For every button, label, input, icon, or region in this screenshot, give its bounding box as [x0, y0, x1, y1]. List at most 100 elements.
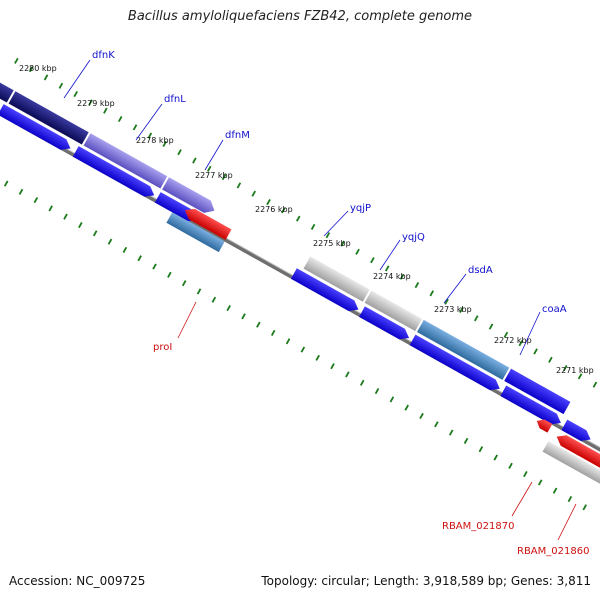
gene-label-RBAM_021870[interactable]: RBAM_021870 [442, 521, 514, 532]
gene-label-proI[interactable]: proI [153, 342, 172, 353]
gene-label-dfnL[interactable]: dfnL [164, 94, 186, 105]
leader-RBAM_021870 [511, 481, 533, 517]
cds-arrow-dsdA[interactable] [409, 334, 503, 394]
feature-block-yqjQ[interactable] [364, 290, 423, 332]
outer-ring-tick [295, 215, 301, 222]
cds-arrow-coaA[interactable] [500, 385, 563, 428]
feature-blocks [0, 74, 600, 486]
outer-ring-tick [429, 290, 434, 297]
cds-arrow-coaA-2[interactable] [561, 419, 593, 445]
outer-ring-tick [73, 91, 78, 98]
feature-block-dsdA[interactable] [416, 319, 510, 380]
leader-RBAM_021860 [557, 503, 577, 541]
tick-label-2279: 2279 kbp [77, 99, 115, 108]
feature-block-coaA[interactable] [504, 368, 571, 415]
feature-block-yqjP[interactable] [303, 256, 370, 302]
tick-label-2271: 2271 kbp [556, 366, 594, 375]
inner-ring-tick [285, 338, 291, 345]
inner-ring-tick [523, 471, 528, 478]
inner-ring-tick [241, 313, 246, 320]
outer-ring-tick [14, 57, 19, 64]
gene-label-coaA[interactable]: coaA [542, 304, 567, 315]
gene-label-dfnM[interactable]: dfnM [225, 130, 250, 141]
inner-ring-tick [152, 263, 157, 270]
leader-proI [177, 301, 197, 339]
leader-yqjQ [379, 239, 401, 271]
feature-block-dfnK[interactable] [8, 91, 89, 145]
inner-ring-tick [537, 479, 543, 486]
cds-arrow-dfnK[interactable] [0, 104, 73, 154]
outer-ring-tick [503, 331, 509, 338]
gene-label-RBAM_021860[interactable]: RBAM_021860 [517, 546, 589, 557]
inner-ring-tick [567, 495, 573, 503]
feature-block-RBAM_021860[interactable] [542, 441, 600, 486]
outer-ring-tick [251, 190, 256, 197]
outer-ring-tick [192, 157, 197, 164]
outer-ring-tick [88, 99, 93, 106]
outer-ring-tick [370, 257, 375, 264]
inner-ring-tick [434, 421, 439, 428]
inner-ring-tick [552, 487, 558, 494]
gene-label-dfnK[interactable]: dfnK [92, 50, 115, 61]
leader-yqjP [323, 210, 349, 237]
inner-ring-tick [463, 437, 469, 444]
outer-ring-tick [221, 174, 227, 181]
genome-title: Bacillus amyloliquefaciens FZB42, comple… [127, 9, 473, 24]
gene-label-yqjP[interactable]: yqjP [350, 203, 371, 214]
inner-ring-tick [448, 429, 454, 436]
inner-ring-tick [256, 321, 261, 328]
inner-ring-tick [478, 446, 484, 453]
gene-label-dsdA[interactable]: dsdA [468, 265, 493, 276]
outer-ring-tick [58, 82, 64, 89]
outer-ring-tick [444, 298, 449, 305]
leader-coaA [519, 311, 541, 356]
tick-label-2278: 2278 kbp [136, 136, 174, 145]
outer-ring-tick [459, 306, 464, 314]
cds-arrow-yqjQ[interactable] [359, 306, 412, 343]
accession-text: Accession: NC_009725 [9, 574, 146, 588]
outer-ring-tick [43, 74, 49, 81]
outer-ring-tick [117, 115, 123, 123]
feature-block-proI[interactable] [166, 212, 225, 253]
inner-ring-tick [270, 329, 276, 337]
outer-ring-tick [266, 198, 271, 206]
gene-label-yqjQ[interactable]: yqjQ [402, 232, 425, 243]
outer-ring-tick [592, 381, 598, 388]
outer-ring-tick [414, 281, 420, 289]
inner-ring-tick [211, 296, 217, 303]
cds-arrow-dfnL[interactable] [72, 146, 157, 200]
inner-ring-tick [63, 213, 68, 220]
feature-block-dfnL[interactable] [83, 133, 168, 189]
inner-ring-tick [137, 255, 142, 262]
outer-ring-tick [147, 132, 153, 139]
inner-ring-tick [330, 363, 335, 370]
outer-ring-tick [162, 140, 167, 147]
rna-arrow-RBAM_021870[interactable] [534, 417, 553, 433]
gene-labels: dfnK dfnL dfnM yqjP yqjQ dsdA coaA proI … [63, 50, 589, 557]
cds-arrow-yqjP[interactable] [290, 268, 361, 315]
rna-arrow-RBAM_021860[interactable] [554, 431, 600, 474]
inner-ring-tick [18, 188, 24, 195]
inner-ring-tick [582, 504, 587, 511]
outer-ring-tick [325, 232, 331, 239]
outer-ring-tick [548, 356, 553, 363]
feature-block-dfnM[interactable] [162, 177, 218, 217]
inner-ring-tick [359, 379, 365, 386]
inner-ring-tick [3, 180, 9, 187]
outer-ring-tick [28, 66, 34, 73]
outer-ring-tick [132, 124, 138, 131]
outer-ring-tick [563, 365, 568, 372]
feature-block-left-edge[interactable] [0, 74, 14, 103]
inner-ring-tick [92, 230, 98, 237]
tick-label-2276: 2276 kbp [255, 205, 293, 214]
scale-ring-dots [3, 57, 598, 511]
outer-ring-tick [177, 149, 182, 156]
outer-ring-tick [340, 240, 345, 247]
inner-ring-tick [196, 288, 202, 295]
inner-ring-tick [107, 238, 113, 245]
tick-label-2272: 2272 kbp [494, 336, 532, 345]
inner-ring-tick [419, 412, 424, 420]
rna-arrow-proI[interactable] [182, 205, 232, 240]
